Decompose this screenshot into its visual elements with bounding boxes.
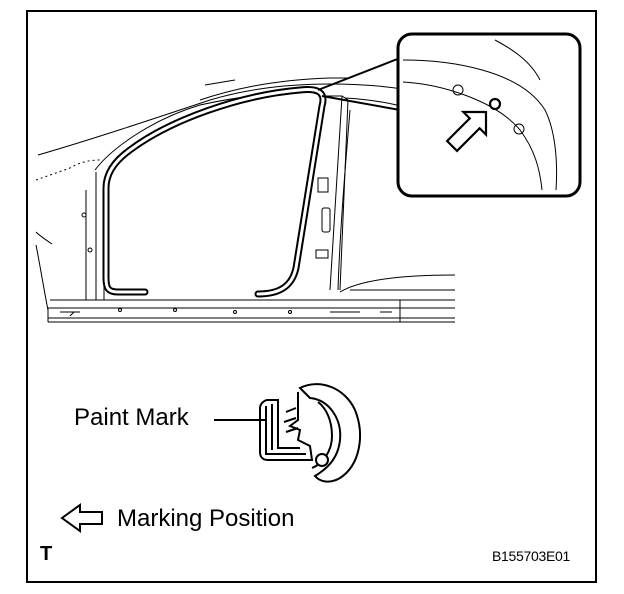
figure-code: B155703E01	[492, 548, 570, 564]
left-arrow-icon	[60, 503, 103, 533]
paint-mark-label: Paint Mark	[74, 404, 189, 431]
marking-position-label: Marking Position	[117, 505, 295, 532]
weatherstrip-cross-section	[259, 383, 361, 483]
corner-letter: T	[40, 543, 53, 565]
weatherstrip-outline	[102, 86, 327, 298]
car-body-side	[35, 77, 456, 323]
callout-leader	[317, 57, 401, 111]
diagonal-arrow-icon	[445, 110, 488, 153]
detail-callout	[396, 32, 582, 198]
